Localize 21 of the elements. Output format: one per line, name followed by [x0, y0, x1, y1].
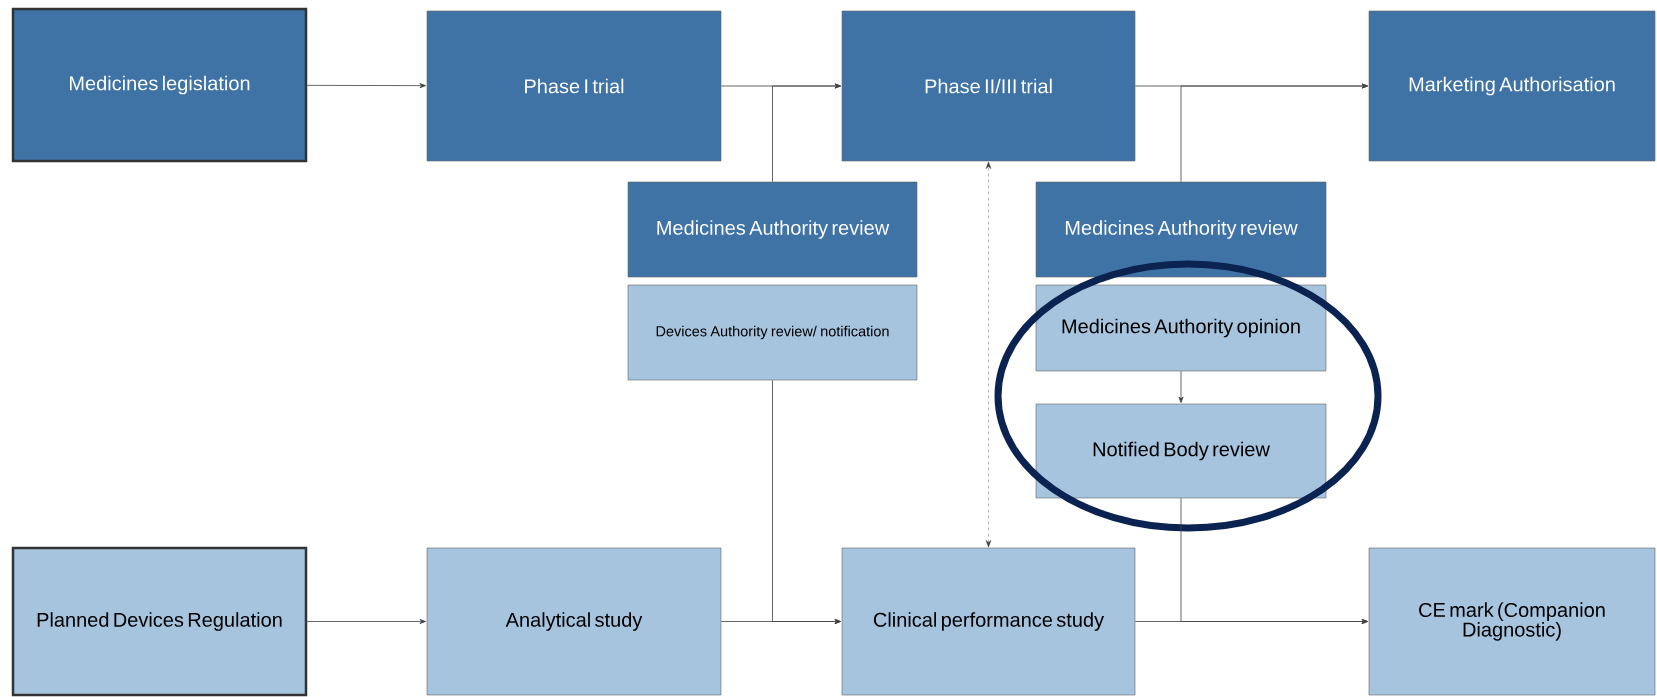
- process-box: Medicines legislation: [11, 7, 308, 163]
- process-box: Phase I trial: [426, 10, 722, 162]
- process-box: Planned Devices Regulation: [11, 546, 308, 697]
- process-box: Medicines Authority review: [627, 181, 918, 278]
- process-box: Marketing Authorisation: [1368, 10, 1656, 162]
- arrow: [306, 619, 426, 624]
- process-box: Medicines Authority review: [1035, 181, 1327, 278]
- arrow: [772, 83, 841, 183]
- process-box: Medicines Authority opinion: [1035, 284, 1327, 372]
- process-box: Devices Authority review/ notification: [627, 284, 918, 381]
- process-box: CE mark (Companion Diagnostic): [1368, 547, 1656, 696]
- process-box: Phase II/III trial: [841, 10, 1136, 162]
- arrow: [772, 379, 841, 624]
- process-box: Analytical study: [426, 547, 722, 696]
- arrow: [1180, 83, 1368, 183]
- process-box: Clinical performance study: [841, 547, 1136, 696]
- arrow: [306, 83, 426, 89]
- process-box: Notified Body review: [1035, 403, 1327, 499]
- double-arrow: [985, 161, 992, 548]
- arrow: [1180, 497, 1368, 624]
- arrow: [1178, 370, 1184, 403]
